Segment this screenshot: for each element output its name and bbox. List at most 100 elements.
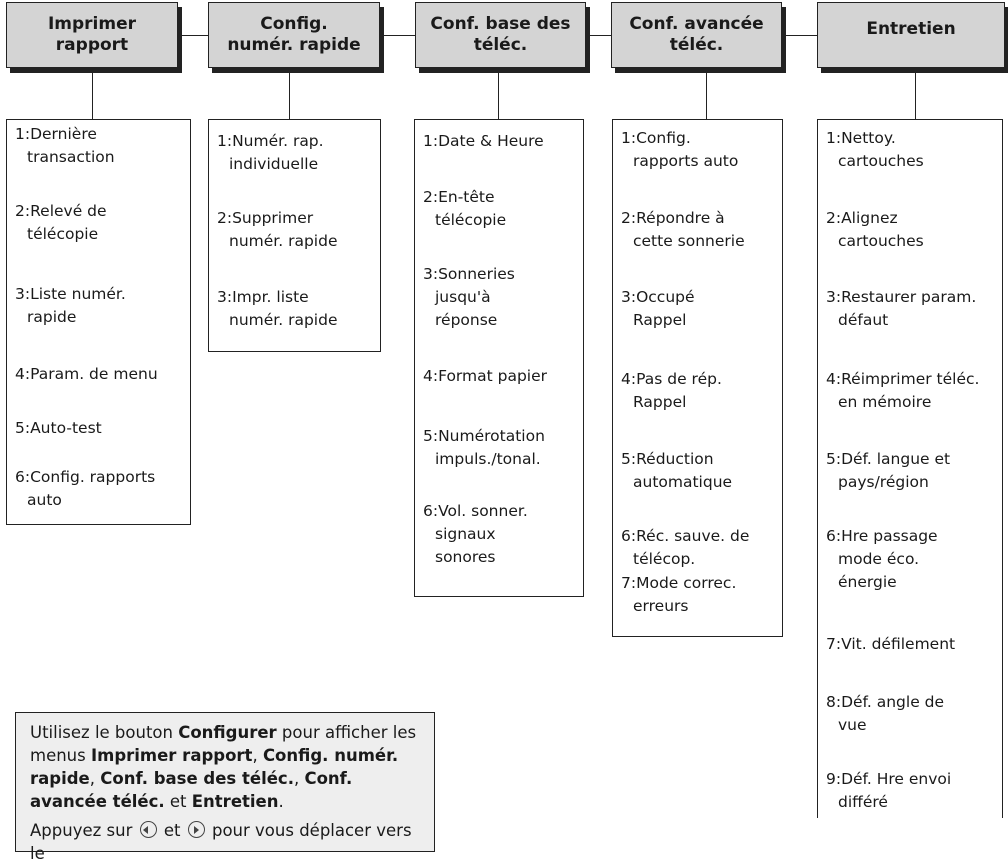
menu-item-label: 1:Numér. rap. <box>217 132 324 150</box>
note-text-bold: Conf. avancée téléc. <box>30 769 353 811</box>
menu-item-label: en mémoire <box>838 393 932 411</box>
header-label: téléc. <box>669 35 724 55</box>
menu-item-label: jusqu'à <box>435 288 491 306</box>
connector-line <box>586 35 611 36</box>
note-text-bold: Configurer <box>178 723 277 742</box>
menu-item-label: 6:Réc. sauve. de <box>621 527 750 545</box>
menu-item-label: 5:Numérotation <box>423 427 545 445</box>
menu-item-label: défaut <box>838 311 889 329</box>
note-paragraph: Appuyez sur et pour vous déplacer vers l… <box>30 819 420 865</box>
menu-item: 1:Numér. rap.individuelle <box>217 130 376 176</box>
menu-item-label: 1:Nettoy. <box>826 129 896 147</box>
menu-item: 9:Déf. Hre envoi différé <box>826 768 998 814</box>
header-label: Entretien <box>866 19 956 39</box>
menu-item-label: énergie <box>838 573 897 591</box>
header-label: Imprimer <box>47 14 137 34</box>
menu-item: 6:Réc. sauve. de télécop. <box>621 525 778 571</box>
header-label: Config. <box>260 14 328 34</box>
menu-item-label: 3:Impr. liste <box>217 288 309 306</box>
menu-item-label: 9:Déf. Hre envoi <box>826 770 952 788</box>
menu-item: 3:Restaurer param.défaut <box>826 286 998 332</box>
menu-item: 5:Auto-test <box>15 417 186 440</box>
menu-item-label: 3:Liste numér. <box>15 285 126 303</box>
connector-line <box>92 73 93 119</box>
header-config-numer-rapide: Config.numér. rapide <box>208 2 380 68</box>
menu-item: 5:Déf. langue et pays/région <box>826 448 998 494</box>
note-text-bold: Imprimer rapport <box>90 746 253 765</box>
connector-line <box>915 73 916 119</box>
connector-line <box>289 73 290 119</box>
menu-item: 7:Mode correc. erreurs <box>621 572 778 618</box>
note-text-bold: Config. numér. rapide <box>30 746 399 788</box>
left-arrow-icon <box>139 821 157 838</box>
menu-item-label: 2:Relevé de <box>15 202 107 220</box>
menu-item-label: transaction <box>27 148 115 166</box>
connector-line <box>782 35 817 36</box>
note-text: Appuyez sur <box>30 821 138 840</box>
menu-item-label: 4:Pas de rép. <box>621 370 722 388</box>
menu-item-label: 5:Auto-test <box>15 419 102 437</box>
menu-item: 7:Vit. défilement <box>826 633 998 656</box>
note-text: , <box>252 746 263 765</box>
menu-item: 2:Supprimer numér. rapide <box>217 207 376 253</box>
menu-item-label: 3:Occupé <box>621 288 695 306</box>
menu-item-label: 5:Déf. langue et <box>826 450 951 468</box>
header-label: rapport <box>55 35 129 55</box>
menu-item-label: automatique <box>633 473 733 491</box>
menu-item-label: cartouches <box>838 152 924 170</box>
menu-item-label: 4:Param. de menu <box>15 365 158 383</box>
menu-item: 6:Config. rapports auto <box>15 466 186 512</box>
connector-line <box>706 73 707 119</box>
menu-item: 4:Format papier <box>423 365 579 388</box>
header-label: téléc. <box>473 35 528 55</box>
menu-item: 1:Nettoy. cartouches <box>826 127 998 173</box>
menu-item: 4:Pas de rép. Rappel <box>621 368 778 414</box>
note-text-bold: Entretien <box>191 792 279 811</box>
menu-item-label: 7:Mode correc. <box>621 574 737 592</box>
menu-item-label: 2:Répondre à <box>621 209 725 227</box>
menu-item-label: 1:Date & Heure <box>423 132 544 150</box>
connector-line <box>178 35 208 36</box>
menu-item-label: 6:Config. rapports <box>15 468 156 486</box>
note-text-bold: Conf. base des téléc. <box>100 769 294 788</box>
menu-item-label: 2:Alignez <box>826 209 898 227</box>
menu-item: 5:Réduction automatique <box>621 448 778 494</box>
menu-item-label: pays/région <box>838 473 929 491</box>
menu-item-label: erreurs <box>633 597 689 615</box>
menu-item-label: auto <box>27 491 62 509</box>
right-arrow-icon <box>187 821 205 838</box>
menu-item-label: télécop. <box>633 550 696 568</box>
menu-item: 1:Date & Heure <box>423 130 579 153</box>
menu-item-label: 2:Supprimer <box>217 209 314 227</box>
header-label: numér. rapide <box>227 35 361 55</box>
note-text: et <box>164 792 192 811</box>
note-text: , <box>293 769 305 788</box>
menu-item-label: différé <box>838 793 888 811</box>
menu-item-label: 4:Réimprimer téléc. <box>826 370 980 388</box>
menu-item-label: 8:Déf. angle de <box>826 693 945 711</box>
note-text: , <box>89 769 101 788</box>
menu-item-label: 5:Réduction <box>621 450 714 468</box>
menu-item-label: 1:Config. <box>621 129 691 147</box>
note-text: . <box>278 792 284 811</box>
menu-item: 1:Config. rapports auto <box>621 127 778 173</box>
connector-line <box>380 35 415 36</box>
menu-item-label: rapports auto <box>633 152 739 170</box>
menu-item-label: Rappel <box>633 393 687 411</box>
menu-item-label: numér. rapide <box>229 232 338 250</box>
